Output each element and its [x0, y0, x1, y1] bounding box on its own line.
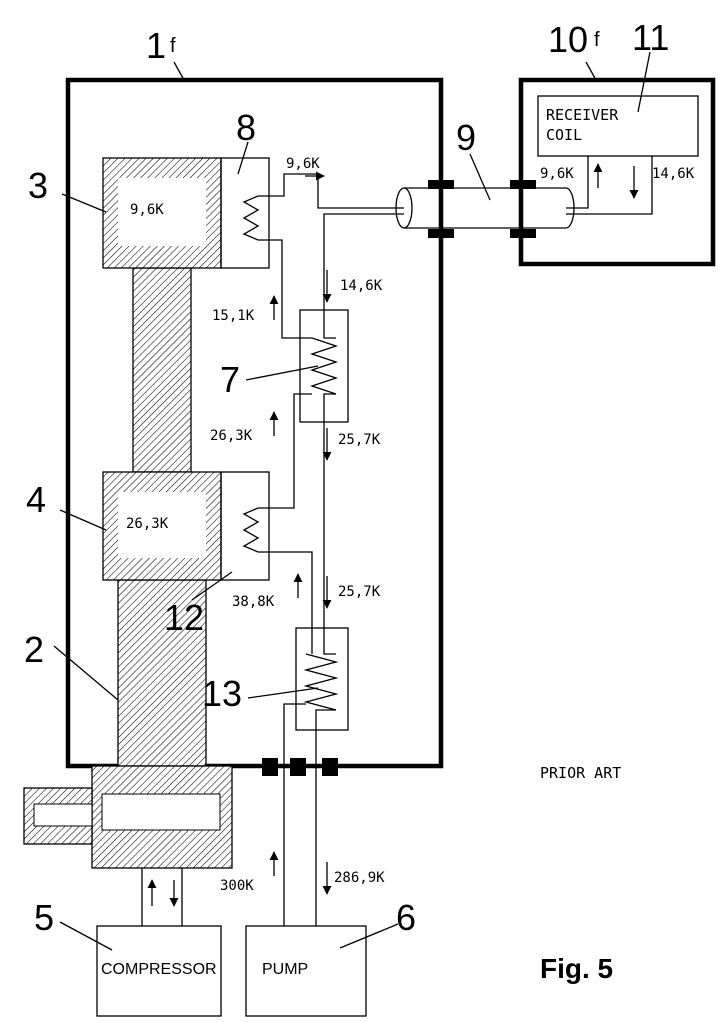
supply-pipe-8-to-line	[258, 173, 404, 209]
feedthrough-plug	[510, 229, 536, 238]
pump-label: PUMP	[262, 961, 308, 978]
ref-11: 11	[632, 17, 669, 58]
leader-12	[191, 571, 233, 601]
ref-2: 2	[24, 629, 44, 670]
ref-13: 13	[202, 673, 242, 714]
counterflow-exchanger-13	[295, 627, 349, 731]
pipe-12-to-13	[258, 551, 313, 654]
temp-label: 9,6K	[540, 166, 574, 182]
receiver-coil-label: COIL	[546, 126, 582, 144]
vacuum-vessel	[65, 77, 444, 769]
ref-7: 7	[220, 359, 240, 400]
cold-stage-3-label-bg	[118, 178, 206, 246]
ref-1: 1	[146, 25, 166, 66]
ref-1-suffix: f	[170, 35, 176, 57]
ref-6: 6	[396, 897, 416, 938]
ref-5: 5	[34, 897, 54, 938]
temp-label: 26,3K	[210, 428, 253, 444]
pipe-12-to-7	[258, 393, 312, 509]
leader-10f	[585, 61, 597, 81]
ref-12: 12	[164, 597, 204, 638]
leader-5	[59, 921, 113, 951]
temp-label: 300K	[220, 878, 254, 894]
cold-stage-4-label-bg	[118, 492, 206, 558]
figure-label: Fig. 5	[540, 953, 613, 984]
leader-11	[637, 51, 651, 113]
leader-13	[247, 687, 319, 699]
ref-4: 4	[26, 479, 46, 520]
ref-3: 3	[28, 165, 48, 206]
feedthrough-plug	[322, 758, 338, 776]
coil-8	[242, 195, 260, 241]
heat-exchanger-8	[220, 157, 270, 269]
leader-3	[61, 193, 107, 213]
feedthrough-plug	[428, 180, 454, 189]
leader-6	[339, 923, 399, 949]
leader-4	[59, 509, 107, 531]
drive-unit-window	[101, 793, 221, 831]
pump-supply-pipe	[283, 703, 306, 926]
compressor-label: COMPRESSOR	[101, 961, 217, 978]
temp-label: 14,6K	[652, 166, 695, 182]
return-pipe-line-to-7	[323, 213, 404, 339]
ref-10-suffix: f	[594, 29, 600, 51]
temp-label: 9,6K	[286, 156, 320, 172]
feedthrough-plug	[290, 758, 306, 776]
ref-9: 9	[456, 117, 476, 158]
leader-2	[53, 645, 119, 701]
leader-1f	[173, 61, 185, 81]
temp-label: 15,1K	[212, 308, 255, 324]
pump-box	[245, 925, 367, 1017]
receiver-coil-label: RECEIVER	[546, 106, 619, 124]
pipe-7-down	[323, 393, 336, 655]
second-stage-regenerator	[117, 579, 207, 767]
coil-pipe-in	[566, 156, 589, 209]
motor-window	[33, 803, 93, 827]
leader-9	[469, 153, 491, 201]
temp-label: 286,9K	[334, 870, 385, 886]
temp-label: 38,8K	[232, 594, 275, 610]
leader-7	[245, 365, 319, 381]
temp-label: 25,7K	[338, 432, 381, 448]
feedthrough-plug	[262, 758, 278, 776]
feedthrough-plug	[428, 229, 454, 238]
receiver-coil-box	[537, 95, 699, 157]
temp-label: 14,6K	[340, 278, 383, 294]
ref-10: 10	[548, 19, 588, 60]
first-stage-regenerator	[132, 267, 192, 473]
coil-13	[303, 653, 339, 711]
pump-return-pipe	[315, 709, 336, 926]
coil-12	[242, 507, 260, 553]
feedthrough-plug	[510, 180, 536, 189]
ref-8: 8	[236, 107, 256, 148]
leader-8	[237, 141, 249, 175]
pipe-7-to-8	[258, 239, 312, 339]
receiver-vessel	[518, 77, 716, 267]
coil-7	[309, 337, 339, 395]
prior-art-label: PRIOR ART	[540, 764, 621, 782]
coil-pipe-out	[566, 156, 653, 215]
stage-3-temperature: 9,6K	[130, 202, 164, 218]
stage-4-temperature: 26,3K	[126, 516, 169, 532]
temp-label: 25,7K	[338, 584, 381, 600]
heat-exchanger-12	[220, 471, 270, 581]
compressor-box	[96, 925, 222, 1017]
